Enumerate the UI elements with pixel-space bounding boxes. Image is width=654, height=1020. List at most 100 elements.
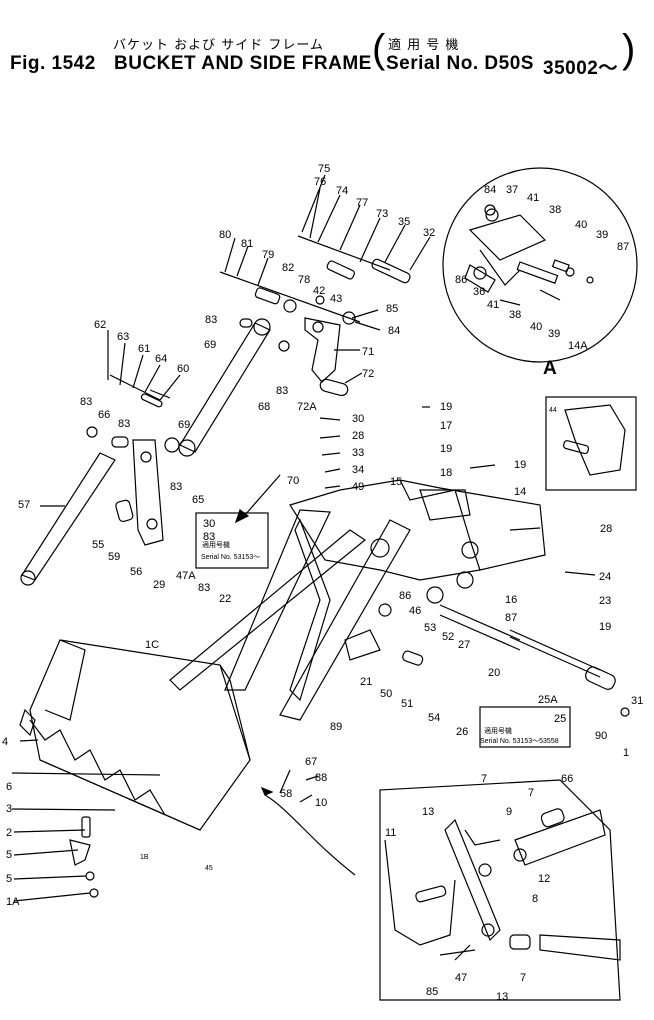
part-label: 25	[554, 713, 566, 725]
part-label: 14A	[568, 340, 588, 352]
part-label: 24	[599, 571, 611, 583]
part-label: 28	[352, 430, 364, 442]
part-label: 83	[170, 481, 182, 493]
part-label: 80	[219, 229, 231, 241]
part-label: 26	[456, 726, 468, 738]
part-label: 23	[599, 595, 611, 607]
part-label: 27	[458, 639, 470, 651]
part-label: 1	[623, 747, 629, 759]
part-label: 51	[401, 698, 413, 710]
part-label: 28	[600, 523, 612, 535]
part-label: 62	[94, 319, 106, 331]
part-label: 73	[376, 208, 388, 220]
part-label: 83	[118, 418, 130, 430]
part-label: 21	[360, 676, 372, 688]
part-label: 90	[595, 730, 607, 742]
part-label: 82	[282, 262, 294, 274]
part-label: 6	[6, 781, 12, 793]
part-label: 55	[92, 539, 104, 551]
part-label: 40	[575, 219, 587, 231]
part-label: 32	[423, 227, 435, 239]
part-label: 3	[6, 803, 12, 815]
note-1-serial: Serial No. 53153～	[201, 554, 260, 561]
part-label: 5	[6, 873, 12, 885]
part-label: 2	[6, 827, 12, 839]
detail-a-circle	[442, 167, 638, 363]
part-label: 15	[390, 476, 402, 488]
part-label: 46	[409, 605, 421, 617]
part-label: 75	[318, 163, 330, 175]
part-label: 84	[388, 325, 400, 337]
part-label: 61	[138, 343, 150, 355]
part-label: 58	[280, 788, 292, 800]
part-label: 34	[352, 464, 364, 476]
part-label: 89	[330, 721, 342, 733]
part-label: 81	[241, 238, 253, 250]
part-label: 64	[155, 353, 167, 365]
part-callouts: 75 76 74 77 73 35 32 80 81 79 82 78 42 4…	[2, 163, 643, 1003]
part-label: 5	[6, 849, 12, 861]
curved-arrow-bottom	[264, 794, 356, 876]
part-label: 76	[314, 176, 326, 188]
part-label: 25A	[538, 694, 558, 706]
part-label: 88	[315, 772, 327, 784]
part-label: 56	[130, 566, 142, 578]
open-paren: (	[372, 27, 386, 71]
part-label: 87	[505, 612, 517, 624]
part-label: 38	[549, 204, 561, 216]
part-label: 72A	[297, 401, 317, 413]
part-label: 40	[530, 321, 542, 333]
part-label: 78	[298, 274, 310, 286]
title-japanese: バケット および サイド フレーム	[113, 38, 325, 53]
part-label: 18	[440, 467, 452, 479]
part-label: 83	[205, 314, 217, 326]
serial-range: 35002～	[543, 58, 618, 79]
note-2-serial: Serial No. 53153～53558	[480, 738, 559, 745]
part-label: 50	[380, 688, 392, 700]
part-label: 33	[352, 447, 364, 459]
part-label: 16	[505, 594, 517, 606]
part-label: 54	[428, 712, 440, 724]
note-2-jp: 適用号機	[484, 726, 512, 735]
part-label: 83	[203, 531, 215, 543]
close-paren: )	[622, 27, 636, 71]
header: バケット および サイド フレーム 適 用 号 機 Fig. 1542 BUCK…	[0, 0, 654, 90]
part-label: 47	[455, 972, 467, 984]
part-label: 69	[204, 339, 216, 351]
detail-bucket-link-circle	[379, 779, 621, 1001]
part-label: 13	[422, 806, 434, 818]
part-label: 69	[178, 419, 190, 431]
part-label: 1B	[140, 854, 149, 861]
serial-number-label: Serial No. D50S	[386, 53, 534, 74]
part-label: 83	[198, 582, 210, 594]
part-label: 53	[424, 622, 436, 634]
part-label: 17	[440, 420, 452, 432]
part-label: 83	[80, 396, 92, 408]
figure-title: BUCKET AND SIDE FRAME	[114, 53, 372, 74]
part-label: 8	[532, 893, 538, 905]
part-label: 29	[153, 579, 165, 591]
part-label: 68	[258, 401, 270, 413]
part-label: 49	[352, 481, 364, 493]
part-label: 67	[305, 756, 317, 768]
part-label: 71	[362, 346, 374, 358]
part-label: 66	[98, 409, 110, 421]
part-label: 57	[18, 499, 30, 511]
part-label: 59	[108, 551, 120, 563]
part-label: 43	[330, 293, 342, 305]
part-label: 74	[336, 185, 348, 197]
detail-14a-box	[545, 396, 637, 491]
part-label: 63	[117, 331, 129, 343]
part-label: 70	[287, 475, 299, 487]
part-label: 30	[203, 518, 215, 530]
part-label: 7	[520, 972, 526, 984]
part-label: 85	[426, 986, 438, 998]
note-box-1	[195, 512, 269, 569]
part-label: 72	[362, 368, 374, 380]
part-label: 77	[356, 197, 368, 209]
part-label: 9	[506, 806, 512, 818]
part-label: 85	[386, 303, 398, 315]
part-label: 83	[276, 385, 288, 397]
part-label: 11	[385, 827, 396, 839]
part-label: 13	[496, 991, 508, 1003]
